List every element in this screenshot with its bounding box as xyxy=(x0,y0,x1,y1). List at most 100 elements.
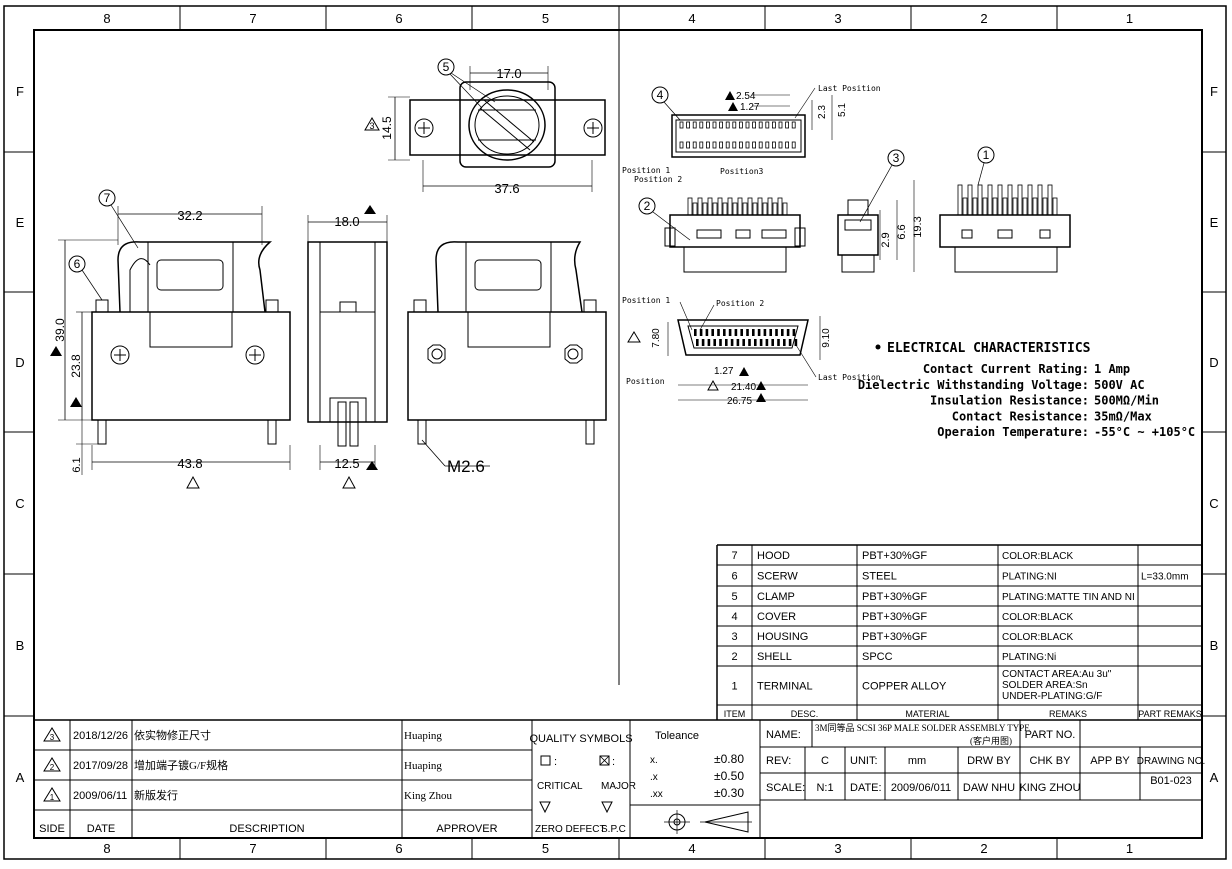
last-position-face: Last Position xyxy=(818,373,881,382)
inner-border xyxy=(33,29,1203,839)
bom-remark: COLOR:BLACK xyxy=(1002,632,1073,643)
tolerance-value: ±0.30 xyxy=(714,786,744,800)
dim-19-3: 19.3 xyxy=(912,216,924,237)
row-label-right: B xyxy=(1210,638,1219,653)
row-label-left: E xyxy=(16,215,25,230)
column-label-top: 4 xyxy=(688,11,695,26)
bom-desc: CLAMP xyxy=(757,591,795,603)
position-1-top: Position 1 xyxy=(622,166,670,175)
app-by-label: APP BY xyxy=(1090,755,1130,767)
contact-view: 4 2.54 1.27 Last Position 2.3 5.1 Positi… xyxy=(622,84,881,184)
bom-remark: COLOR:BLACK xyxy=(1002,612,1073,623)
dim-32-2: 32.2 xyxy=(177,208,202,223)
revision-date: 2009/06/11 xyxy=(73,790,127,802)
bom-header-remarks: REMAKS xyxy=(1049,709,1087,719)
revision-desc: 增加端子镀G/F规格 xyxy=(134,758,228,772)
bom-desc: SCERW xyxy=(757,571,798,583)
column-label-top: 1 xyxy=(1126,11,1133,26)
row-label-left: D xyxy=(15,355,24,370)
revision-header-desc: DESCRIPTION xyxy=(229,823,304,835)
bom-item: 1 xyxy=(731,681,737,693)
dim-14-5: 14.5 xyxy=(380,116,394,140)
dim-21-40: 21.40 xyxy=(731,382,756,393)
dim-12-5: 12.5 xyxy=(334,456,359,471)
elec-value: 500V AC xyxy=(1094,378,1145,392)
bom-desc: TERMINAL xyxy=(757,681,813,693)
dim-6-1: 6.1 xyxy=(71,457,83,472)
dim-26-75: 26.75 xyxy=(727,396,752,407)
column-label-bottom: 8 xyxy=(103,841,110,856)
dim-39: 39.0 xyxy=(53,318,67,342)
unit-value: mm xyxy=(908,755,926,767)
side-view: 18.0 12.5 xyxy=(307,205,388,489)
unit-label: UNIT: xyxy=(850,755,878,767)
column-label-bottom: 6 xyxy=(395,841,402,856)
column-label-bottom: 5 xyxy=(542,841,549,856)
column-label-top: 2 xyxy=(980,11,987,26)
quality-critical: CRITICAL xyxy=(537,781,583,792)
tolerance-value: ±0.50 xyxy=(714,769,744,783)
bom-part: L=33.0mm xyxy=(1141,572,1189,583)
date-label: DATE: xyxy=(850,782,882,794)
bom-item: 5 xyxy=(731,591,737,603)
elec-label: Dielectric Withstanding Voltage: xyxy=(858,378,1089,392)
pitch-2-54: 2.54 xyxy=(736,91,756,102)
revision-side: 3 xyxy=(50,733,55,742)
balloon-6: 6 xyxy=(74,257,81,271)
scale-label: SCALE: xyxy=(766,782,805,794)
chk-by-label: CHK BY xyxy=(1030,755,1072,767)
elec-value: 1 Amp xyxy=(1094,362,1130,376)
electrical-characteristics: ELECTRICAL CHARACTERISTICS Contact Curre… xyxy=(858,341,1195,439)
drawing-no-value: B01-023 xyxy=(1150,775,1192,787)
bom-item: 7 xyxy=(731,550,737,562)
shell-views: 2 3 2.9 6.6 19.3 1 xyxy=(638,146,1071,273)
balloon-1: 1 xyxy=(983,148,990,162)
bom-header-material: MATERIAL xyxy=(905,709,949,719)
revision-approver: King Zhou xyxy=(404,790,452,802)
row-label-left: B xyxy=(16,638,25,653)
bom-item: 4 xyxy=(731,611,737,623)
position-0-face: Position xyxy=(626,377,665,386)
bom-item: 2 xyxy=(731,651,737,663)
top-view: 5 17.0 37.6 14.5 3 xyxy=(364,58,606,196)
row-label-left: C xyxy=(15,496,24,511)
bom-remark: PLATING:Ni xyxy=(1002,652,1056,663)
name-note: (客户用图) xyxy=(970,735,1012,746)
column-label-top: 6 xyxy=(395,11,402,26)
row-label-right: F xyxy=(1210,84,1218,99)
dim-18: 18.0 xyxy=(334,214,359,229)
bom-desc: COVER xyxy=(757,611,796,623)
row-label-right: A xyxy=(1210,770,1219,785)
balloon-3: 3 xyxy=(893,151,900,165)
quality-major: MAJOR xyxy=(601,781,636,792)
column-label-bottom: 1 xyxy=(1126,841,1133,856)
elec-value: 500MΩ/Min xyxy=(1094,394,1159,408)
balloon-7: 7 xyxy=(104,191,111,205)
rear-view: M2.6 xyxy=(407,241,607,476)
revision-approver: Huaping xyxy=(404,760,442,772)
tolerance-label: x. xyxy=(650,755,658,766)
position-2-face: Position 2 xyxy=(716,299,764,308)
scale-value: N:1 xyxy=(816,782,833,794)
tolerance-label: .xx xyxy=(650,789,663,800)
tolerance-value: ±0.80 xyxy=(714,752,744,766)
bom-remark: PLATING:NI xyxy=(1002,572,1057,583)
revision-desc: 依实物修正尺寸 xyxy=(134,728,211,742)
electrical-title: ELECTRICAL CHARACTERISTICS xyxy=(887,341,1091,356)
elec-label: Contact Current Rating: xyxy=(923,362,1089,376)
bom-remark: CONTACT AREA:Au 3u" xyxy=(1002,669,1112,680)
dim-9-10: 9.10 xyxy=(821,328,832,348)
drawing-no-label: DRAWING NO. xyxy=(1137,756,1206,767)
dim-37-6: 37.6 xyxy=(494,181,519,196)
position-2-top: Position 2 xyxy=(634,175,682,184)
bom-material: PBT+30%GF xyxy=(862,631,927,643)
last-position-top: Last Position xyxy=(818,84,881,93)
bom-remark: COLOR:BLACK xyxy=(1002,551,1073,562)
revision-date: 2018/12/26 xyxy=(73,730,128,742)
drw-by-value: DAW NHU xyxy=(963,782,1015,794)
elec-label: Operaion Temperature: xyxy=(937,425,1089,439)
revision-approver: Huaping xyxy=(404,730,442,742)
bom-remark: PLATING:MATTE TIN AND NI xyxy=(1002,592,1135,603)
